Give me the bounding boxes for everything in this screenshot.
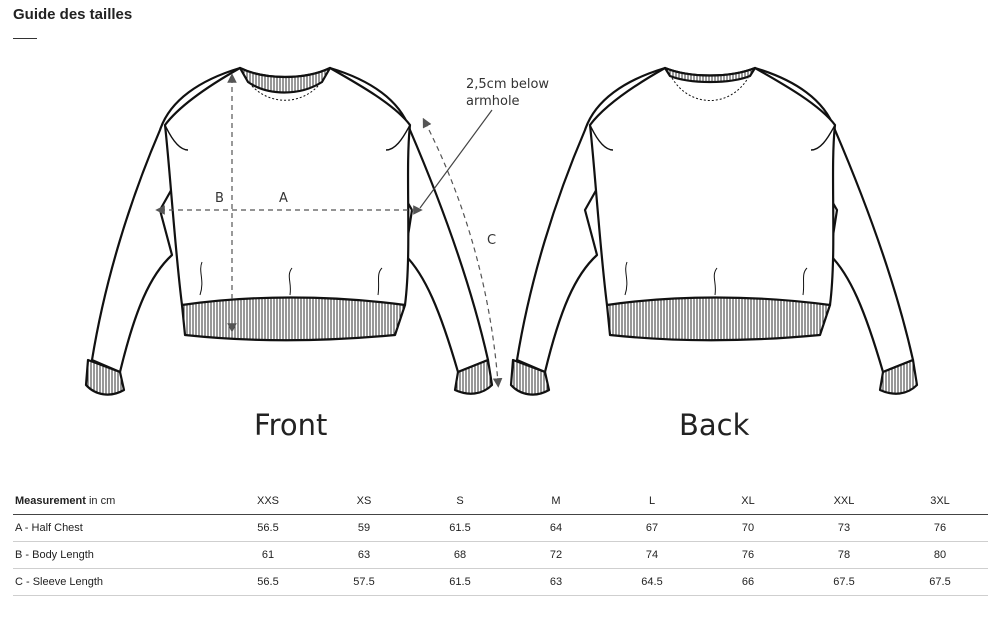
table-row: B - Body Length 61 63 68 72 74 76 78 80 [13, 541, 988, 569]
measurement-c-label: C [487, 233, 497, 248]
row-label: B - Body Length [13, 541, 220, 569]
size-table: Measurement in cm XXS XS S M L XL XXL 3X… [13, 488, 988, 596]
table-cell: 73 [796, 514, 892, 542]
size-header: L [604, 488, 700, 515]
table-cell: 66 [700, 568, 796, 596]
table-cell: 57.5 [316, 568, 412, 596]
size-header: S [412, 488, 508, 515]
back-sweatshirt-drawing [509, 66, 919, 396]
size-header: M [508, 488, 604, 515]
table-cell: 70 [700, 514, 796, 542]
size-header: XXS [220, 488, 316, 515]
front-view-label: Front [254, 408, 328, 442]
table-cell: 61 [220, 541, 316, 569]
table-cell: 67 [604, 514, 700, 542]
size-header: XXL [796, 488, 892, 515]
size-header: XS [316, 488, 412, 515]
table-cell: 67.5 [892, 568, 988, 596]
table-cell: 67.5 [796, 568, 892, 596]
table-cell: 56.5 [220, 514, 316, 542]
table-cell: 76 [892, 514, 988, 542]
page-title: Guide des tailles [13, 6, 133, 23]
table-row: C - Sleeve Length 56.5 57.5 61.5 63 64.5… [13, 568, 988, 596]
armhole-note: 2,5cm below armhole [466, 77, 550, 109]
back-view-label: Back [679, 408, 750, 442]
measurement-guides [155, 73, 503, 388]
row-label: A - Half Chest [13, 514, 220, 542]
table-cell: 76 [700, 541, 796, 569]
size-header: 3XL [892, 488, 988, 515]
table-cell: 74 [604, 541, 700, 569]
table-cell: 59 [316, 514, 412, 542]
table-cell: 63 [508, 568, 604, 596]
table-cell: 63 [316, 541, 412, 569]
size-diagram [0, 50, 1000, 450]
size-header: XL [700, 488, 796, 515]
table-cell: 78 [796, 541, 892, 569]
measurement-header: Measurement in cm [13, 488, 220, 515]
row-label: C - Sleeve Length [13, 568, 220, 596]
table-cell: 72 [508, 541, 604, 569]
table-row: A - Half Chest 56.5 59 61.5 64 67 70 73 … [13, 514, 988, 542]
table-cell: 61.5 [412, 568, 508, 596]
measurement-b-label: B [215, 191, 224, 206]
table-cell: 68 [412, 541, 508, 569]
table-header-row: Measurement in cm XXS XS S M L XL XXL 3X… [13, 488, 988, 515]
table-cell: 80 [892, 541, 988, 569]
table-cell: 64.5 [604, 568, 700, 596]
title-underline [13, 38, 37, 39]
table-cell: 64 [508, 514, 604, 542]
table-cell: 56.5 [220, 568, 316, 596]
table-cell: 61.5 [412, 514, 508, 542]
front-sweatshirt-drawing [84, 66, 494, 396]
measurement-a-label: A [279, 191, 288, 206]
